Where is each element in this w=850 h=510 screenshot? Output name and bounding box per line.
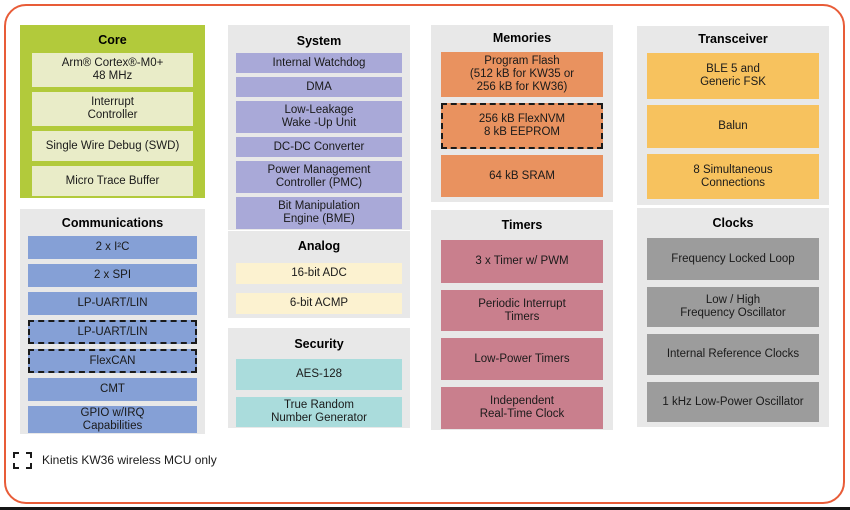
block-cmt: CMT xyxy=(28,378,197,401)
group-transceiver: Transceiver BLE 5 and Generic FSK Balun … xyxy=(637,26,829,205)
group-analog: Analog 16-bit ADC 6-bit ACMP xyxy=(228,231,410,318)
block-lpuart-lin-1: LP-UART/LIN xyxy=(28,292,197,315)
block-low-power-timers: Low-Power Timers xyxy=(441,338,603,380)
block-interrupt-controller: Interrupt Controller xyxy=(32,92,193,126)
block-swd: Single Wire Debug (SWD) xyxy=(32,131,193,161)
group-title-core: Core xyxy=(98,33,127,47)
block-dma: DMA xyxy=(236,77,402,97)
group-title-clocks: Clocks xyxy=(712,216,754,230)
block-internal-reference-clocks: Internal Reference Clocks xyxy=(647,334,819,375)
group-title-communications: Communications xyxy=(61,216,164,230)
block-timer-pwm: 3 x Timer w/ PWM xyxy=(441,240,603,283)
group-title-memories: Memories xyxy=(492,31,552,45)
block-1khz-low-power-oscillator: 1 kHz Low-Power Oscillator xyxy=(647,382,819,422)
block-ble5-generic-fsk: BLE 5 and Generic FSK xyxy=(647,53,819,99)
block-program-flash: Program Flash (512 kB for KW35 or 256 kB… xyxy=(441,52,603,97)
page-border xyxy=(4,4,845,504)
legend-label: Kinetis KW36 wireless MCU only xyxy=(42,453,217,467)
block-spi: 2 x SPI xyxy=(28,264,197,287)
block-periodic-interrupt-timers: Periodic Interrupt Timers xyxy=(441,290,603,331)
block-lpuart-lin-2-kw36-only: LP-UART/LIN xyxy=(28,320,197,344)
group-security: Security AES-128 True Random Number Gene… xyxy=(228,328,410,428)
block-fll: Frequency Locked Loop xyxy=(647,238,819,280)
group-timers: Timers 3 x Timer w/ PWM Periodic Interru… xyxy=(431,210,613,430)
block-low-high-freq-oscillator: Low / High Frequency Oscillator xyxy=(647,287,819,327)
group-communications: Communications 2 x I²C 2 x SPI LP-UART/L… xyxy=(20,209,205,434)
block-flexnvm-eeprom-kw36-only: 256 kB FlexNVM 8 kB EEPROM xyxy=(441,103,603,149)
block-internal-watchdog: Internal Watchdog xyxy=(236,53,402,73)
block-i2c: 2 x I²C xyxy=(28,236,197,259)
block-bme: Bit Manipulation Engine (BME) xyxy=(236,197,402,229)
block-balun: Balun xyxy=(647,105,819,148)
group-clocks: Clocks Frequency Locked Loop Low / High … xyxy=(637,208,829,427)
group-memories: Memories Program Flash (512 kB for KW35 … xyxy=(431,25,613,202)
block-6bit-acmp: 6-bit ACMP xyxy=(236,293,402,314)
block-16bit-adc: 16-bit ADC xyxy=(236,263,402,284)
block-gpio-irq: GPIO w/IRQ Capabilities xyxy=(28,406,197,433)
block-aes-128: AES-128 xyxy=(236,359,402,390)
group-title-system: System xyxy=(296,34,342,48)
block-pmc: Power Management Controller (PMC) xyxy=(236,161,402,193)
block-rtc: Independent Real-Time Clock xyxy=(441,387,603,429)
block-simultaneous-connections: 8 Simultaneous Connections xyxy=(647,154,819,199)
block-micro-trace-buffer: Micro Trace Buffer xyxy=(32,166,193,196)
group-title-security: Security xyxy=(294,337,344,351)
bottom-rule xyxy=(0,507,850,510)
group-system: System Internal Watchdog DMA Low-Leakage… xyxy=(228,25,410,230)
group-title-transceiver: Transceiver xyxy=(698,32,768,46)
group-title-timers: Timers xyxy=(501,218,543,232)
group-title-analog: Analog xyxy=(297,239,341,253)
block-flexcan-kw36-only: FlexCAN xyxy=(28,349,197,373)
block-sram: 64 kB SRAM xyxy=(441,155,603,197)
kw36-only-dashed-swatch xyxy=(13,451,32,469)
block-trng: True Random Number Generator xyxy=(236,397,402,427)
legend: Kinetis KW36 wireless MCU only xyxy=(13,451,217,469)
block-llwu: Low-Leakage Wake -Up Unit xyxy=(236,101,402,133)
group-core: Core Arm® Cortex®-M0+ 48 MHz Interrupt C… xyxy=(20,25,205,198)
block-dcdc-converter: DC-DC Converter xyxy=(236,137,402,157)
block-arm-cortex-m0: Arm® Cortex®-M0+ 48 MHz xyxy=(32,53,193,87)
